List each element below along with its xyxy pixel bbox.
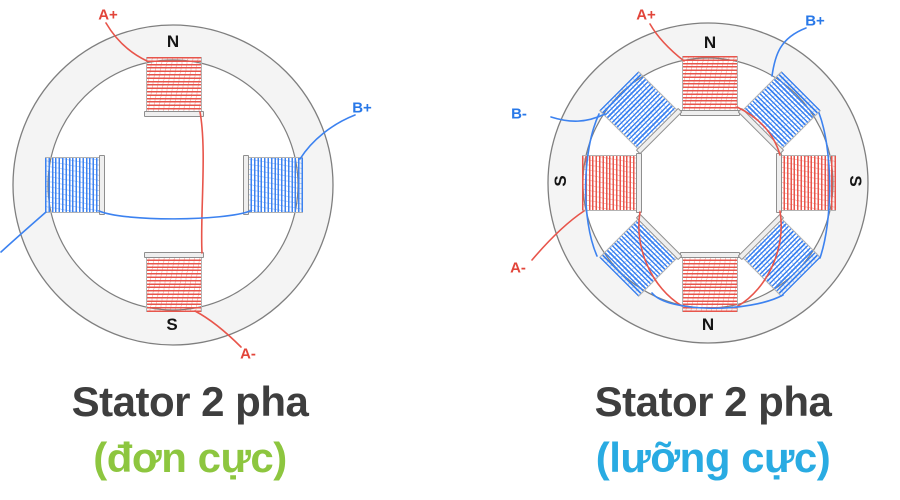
wire-a-plus-lead-left-stator [105,22,148,62]
wire-b-plus-lead-left-stator [299,114,356,160]
coil-phaseA-top-right-stator [680,56,740,116]
pole-shoe [144,111,204,117]
wire-phaseB-interconnect-left-stator [98,210,251,220]
terminal-label-a-minus-right: A- [510,259,526,277]
wire-a-minus-lead-right-stator [531,210,585,261]
terminal-label-b-plus-right: B+ [805,12,825,30]
caption-title-right: Stator 2 pha [594,378,832,425]
pole-label-s-right-right-stator: S [846,175,865,187]
wire-a-minus-lead-left-stator [194,310,242,348]
wire-b-minus-lead-right-stator [550,113,606,122]
wire-phaseA-bottom-to-left-right-stator [638,211,683,307]
coil-winding [146,57,202,111]
caption-subtitle-right: (lưỡng cực) [595,434,831,481]
pole-label-n-top-right-stator: N [703,33,717,52]
wire-phaseB-bottom-side-right-stator [651,292,784,310]
terminal-label-a-plus-right: A+ [636,6,656,24]
coil-winding [682,56,738,110]
terminal-label-b-plus-left: B+ [352,99,372,117]
wire-a-plus-lead-right-stator [649,23,685,62]
pole-label-n-bottom-right-stator: N [701,315,715,334]
coil-phaseA-top-left-stator [144,57,204,117]
wire-b-plus-lead-right-stator [771,27,807,77]
wire-phaseA-right-to-bottom-right-stator [737,210,782,307]
wire-phaseA-interconnect-left-stator [199,111,204,254]
pole-label-s-left-stator: S [166,315,178,334]
caption-subtitle-left: (đơn cực) [93,434,287,481]
terminal-label-b-minus-right: B- [511,105,527,123]
caption-title-left: Stator 2 pha [71,378,309,425]
terminal-label-a-minus-left: A- [240,345,256,363]
pole-label-n-left-stator: N [166,32,180,51]
pole-label-s-left-right-stator: S [551,175,570,187]
terminal-label-a-plus-left: A+ [98,6,118,24]
wire-b-minus-lead-left-stator [0,211,47,253]
wire-phaseA-top-to-right-right-stator [736,106,781,156]
wire-phaseB-right-side-right-stator [818,112,831,259]
wire-phaseB-left-side-right-stator [584,113,600,257]
